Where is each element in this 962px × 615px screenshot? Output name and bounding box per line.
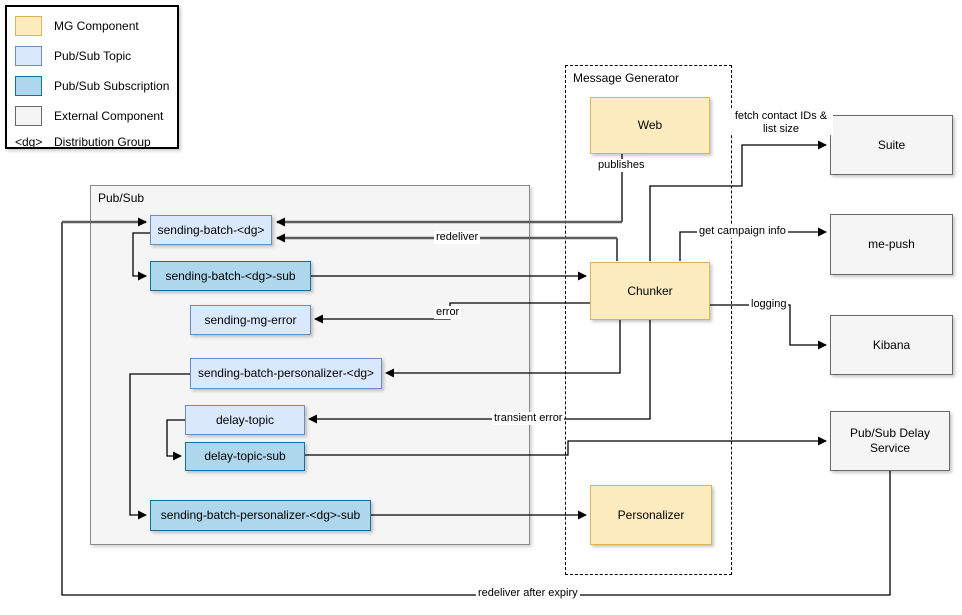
- edge-label-redeliver-after-expiry: redeliver after expiry: [476, 587, 580, 600]
- edge-label-publishes: publishes: [596, 159, 647, 172]
- edge-label-fetch: fetch contact IDs & list size: [729, 110, 833, 136]
- pubsub-subscription-swatch: [15, 76, 42, 96]
- node-sending-batch-label: sending-batch-<dg>: [157, 222, 265, 237]
- node-web: Web: [590, 97, 710, 154]
- node-me-push-label: me-push: [868, 237, 915, 251]
- node-delay-service-label: Pub/Sub Delay Service: [849, 426, 931, 455]
- node-web-label: Web: [637, 118, 663, 132]
- node-sending-batch-personalizer-sub-label: sending-batch-personalizer-<dg>-sub: [160, 508, 361, 522]
- legend: MG Component Pub/Sub Topic Pub/Sub Subsc…: [5, 5, 179, 149]
- node-delay-topic-sub: delay-topic-sub: [185, 442, 305, 471]
- node-delay-topic: delay-topic: [185, 405, 305, 435]
- node-suite: Suite: [830, 115, 953, 175]
- external-component-swatch: [15, 106, 42, 126]
- node-sending-mg-error: sending-mg-error: [190, 305, 311, 335]
- node-chunker-label: Chunker: [627, 283, 673, 298]
- node-delay-service: Pub/Sub Delay Service: [830, 411, 950, 471]
- message-generator-label: Message Generator: [573, 71, 680, 85]
- legend-item-external-component: External Component: [15, 105, 163, 127]
- node-sending-batch: sending-batch-<dg>: [150, 215, 272, 245]
- legend-label: Distribution Group: [54, 135, 151, 149]
- legend-label: MG Component: [54, 19, 139, 33]
- node-sending-batch-personalizer-sub: sending-batch-personalizer-<dg>-sub: [150, 500, 371, 531]
- pubsub-topic-swatch: [15, 46, 42, 66]
- legend-item-pubsub-subscription: Pub/Sub Subscription: [15, 75, 169, 97]
- node-me-push: me-push: [830, 214, 953, 275]
- node-sending-mg-error-label: sending-mg-error: [204, 312, 297, 327]
- node-personalizer: Personalizer: [590, 485, 712, 545]
- edge-label-campaign: get campaign info: [697, 225, 788, 238]
- node-kibana-label: Kibana: [872, 337, 911, 352]
- node-sending-batch-personalizer: sending-batch-personalizer-<dg>: [190, 358, 382, 389]
- edge-label-transient-error: transient error: [492, 412, 565, 425]
- edge-label-redeliver: redeliver: [434, 231, 481, 244]
- node-delay-topic-label: delay-topic: [215, 412, 275, 427]
- node-kibana: Kibana: [830, 315, 953, 375]
- legend-item-pubsub-topic: Pub/Sub Topic: [15, 45, 131, 67]
- legend-label: External Component: [54, 109, 164, 123]
- mg-component-swatch: [15, 16, 42, 36]
- node-sending-batch-sub-label: sending-batch-<dg>-sub: [165, 268, 296, 283]
- legend-item-distribution-group: <dg> Distribution Group: [15, 131, 151, 153]
- node-sending-batch-sub: sending-batch-<dg>-sub: [150, 261, 311, 291]
- node-sending-batch-personalizer-label: sending-batch-personalizer-<dg>: [197, 366, 375, 380]
- dg-symbol: <dg>: [15, 135, 43, 149]
- legend-label: Pub/Sub Topic: [54, 49, 132, 63]
- node-chunker: Chunker: [590, 262, 710, 320]
- pubsub-container-label: Pub/Sub: [98, 191, 145, 205]
- legend-item-mg-component: MG Component: [15, 15, 139, 37]
- node-personalizer-label: Personalizer: [617, 507, 685, 522]
- node-delay-topic-sub-label: delay-topic-sub: [204, 449, 286, 463]
- legend-label: Pub/Sub Subscription: [54, 79, 170, 93]
- node-suite-label: Suite: [877, 137, 906, 152]
- edge-label-logging: logging: [749, 298, 789, 311]
- edge-label-error: error: [434, 306, 462, 319]
